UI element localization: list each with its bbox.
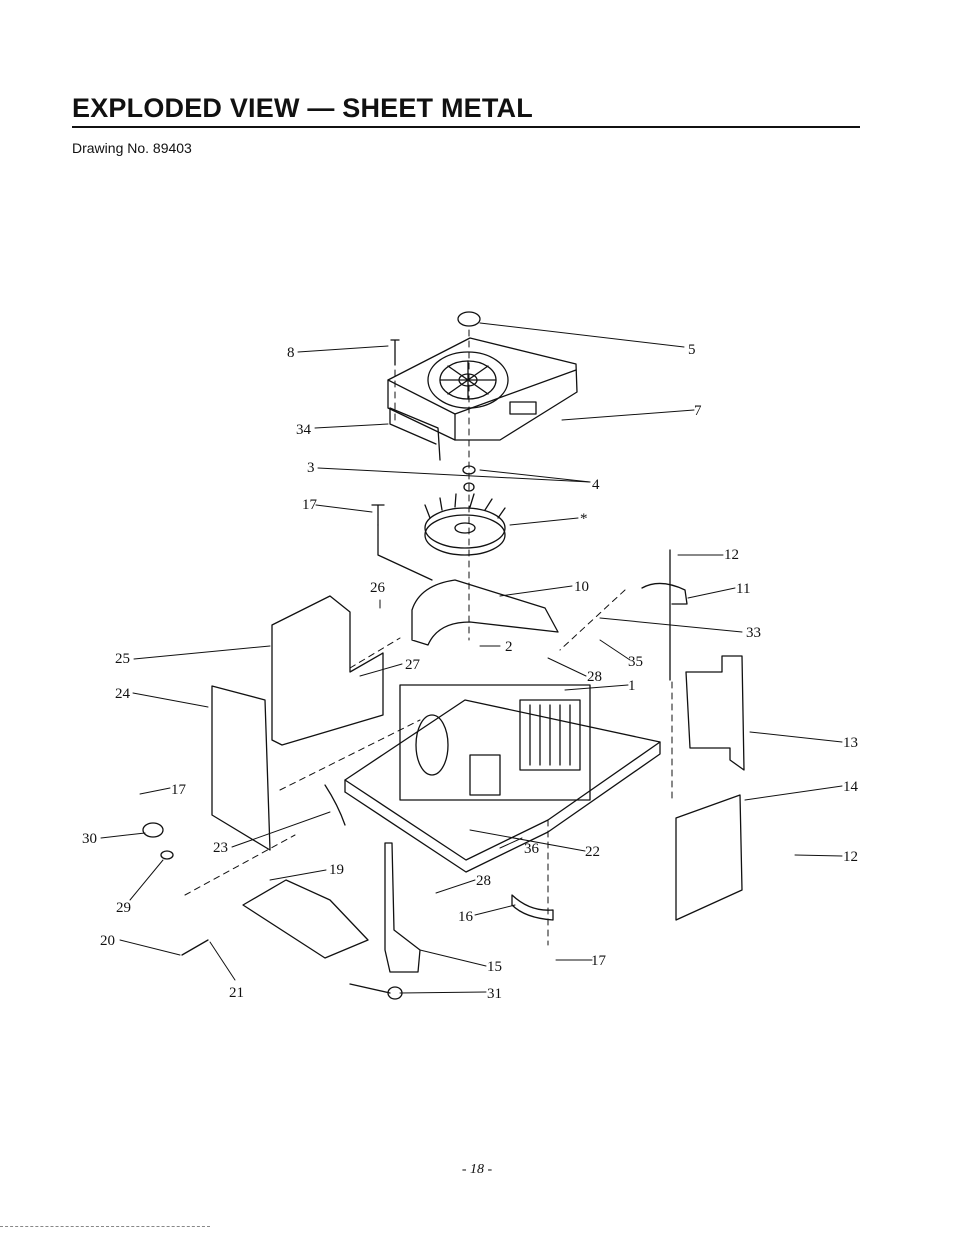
part-flywheel — [424, 493, 506, 556]
part-washer — [463, 482, 475, 492]
part-panel-19 — [242, 879, 369, 959]
callout-28a: 28 — [587, 669, 602, 685]
callout-29: 29 — [116, 900, 131, 916]
callout-1: 1 — [628, 678, 636, 694]
callout-21: 21 — [229, 985, 244, 1001]
part-tube-23 — [324, 784, 346, 826]
callout-17a: 17 — [302, 497, 318, 513]
part-blower-housing — [387, 337, 578, 441]
part-bracket — [389, 407, 441, 461]
part-screw-8 — [390, 339, 400, 366]
callout-12b: 12 — [843, 849, 858, 865]
part-cap-30 — [142, 822, 164, 838]
part-clamp-16 — [511, 894, 554, 921]
callout-33: 33 — [746, 625, 761, 641]
callout-14: 14 — [843, 779, 859, 795]
callout-11: 11 — [736, 581, 750, 597]
page-title: EXPLODED VIEW — SHEET METAL — [72, 93, 533, 123]
callout-34: 34 — [296, 422, 312, 438]
part-panel-13 — [685, 655, 745, 771]
callout-15: 15 — [487, 959, 502, 975]
drawing-number: Drawing No. 89403 — [72, 140, 192, 156]
callout-5: 5 — [688, 342, 696, 358]
callout-10: 10 — [574, 579, 589, 595]
callout-35: 35 — [628, 654, 643, 670]
part-bracket-15 — [384, 842, 421, 973]
part-panel-25 — [271, 595, 384, 746]
callout-3: 3 — [307, 460, 315, 476]
footer-rule — [0, 1226, 210, 1227]
part-panel-24 — [211, 685, 271, 851]
callout-26: 26 — [370, 580, 386, 596]
callout-30: 30 — [82, 831, 97, 847]
page-number: - 18 - — [461, 1162, 493, 1177]
callout-13: 13 — [843, 735, 858, 751]
callout-star: * — [580, 511, 588, 527]
part-screw-20 — [181, 939, 209, 956]
callout-24: 24 — [115, 686, 131, 702]
part-bracket-11 — [641, 582, 688, 605]
title-rule — [72, 126, 860, 128]
callout-25: 25 — [115, 651, 130, 667]
callout-12a: 12 — [724, 547, 739, 563]
callout-2: 2 — [505, 639, 513, 655]
callout-17b: 17 — [171, 782, 187, 798]
callout-23: 23 — [213, 840, 228, 856]
callout-19: 19 — [329, 862, 344, 878]
callout-20: 20 — [100, 933, 115, 949]
callout-16: 16 — [458, 909, 474, 925]
callout-22: 22 — [585, 844, 600, 860]
callout-7: 7 — [694, 403, 702, 419]
part-engine — [399, 684, 591, 801]
part-bracket-14 — [675, 794, 743, 921]
callout-31: 31 — [487, 986, 502, 1002]
callout-36: 36 — [524, 841, 540, 857]
part-shroud — [411, 579, 559, 646]
callout-28b: 28 — [476, 873, 491, 889]
part-screw-17 — [371, 504, 385, 526]
part-cap — [457, 311, 481, 327]
callout-27: 27 — [405, 657, 421, 673]
callout-8: 8 — [287, 345, 295, 361]
callout-17c: 17 — [591, 953, 607, 969]
part-washer-29 — [160, 850, 174, 860]
callout-4: 4 — [592, 477, 600, 493]
